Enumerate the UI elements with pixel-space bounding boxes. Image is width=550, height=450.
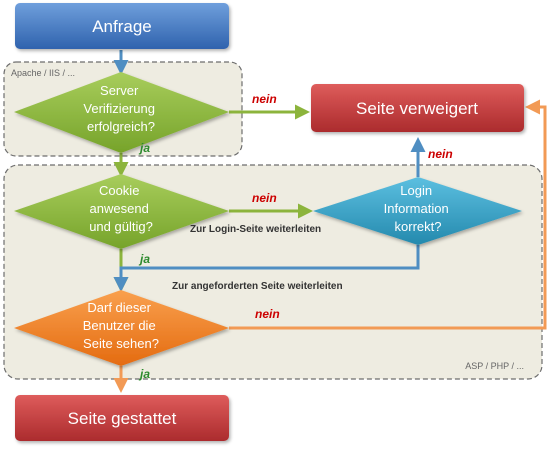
request-box xyxy=(15,3,229,49)
cookie-line-1: Cookie xyxy=(99,183,139,198)
arrow-permission-no xyxy=(229,99,547,330)
login-line-3: korrekt? xyxy=(395,219,442,234)
cookie-line-3: und gültig? xyxy=(89,219,153,234)
server-verify-line-1: Server xyxy=(100,83,139,98)
application-region-label: ASP / PHP / ... xyxy=(465,361,524,371)
permission-line-3: Seite sehen? xyxy=(83,336,159,351)
server-verify-label: Server Verifizierung erfolgreich? xyxy=(83,83,158,134)
login-diamond xyxy=(313,177,522,245)
login-line-1: Login xyxy=(400,183,432,198)
cookie-line-2: anwesend xyxy=(90,201,149,216)
server-verify-line-3: erfolgreich? xyxy=(87,119,155,134)
permission-line-2: Benutzer die xyxy=(83,318,156,333)
cookie-yes-label: ja xyxy=(138,252,150,266)
to-requested-label: Zur angeforderten Seite weiterleiten xyxy=(172,281,343,292)
permission-yes-label: ja xyxy=(138,367,150,381)
request-box-label: Anfrage xyxy=(92,17,152,36)
to-login-label: Zur Login-Seite weiterleiten xyxy=(190,224,321,235)
verify-yes-label: ja xyxy=(138,141,150,155)
arrow-login-correct xyxy=(113,245,420,292)
permission-diamond xyxy=(14,290,229,366)
page-denied-box-label: Seite verweigert xyxy=(356,99,478,118)
page-allowed-box xyxy=(15,395,229,441)
login-no-label: nein xyxy=(428,147,453,161)
login-line-2: Information xyxy=(384,201,449,216)
verify-no-label: nein xyxy=(252,92,277,106)
cookie-no-label: nein xyxy=(252,191,277,205)
cookie-label: Cookie anwesend und gültig? xyxy=(89,183,153,234)
page-denied-box xyxy=(311,84,524,132)
server-verify-line-2: Verifizierung xyxy=(83,101,155,116)
webserver-region-label: Apache / IIS / ... xyxy=(11,68,75,78)
permission-label: Darf dieser Benutzer die Seite sehen? xyxy=(83,300,160,351)
login-label: Login Information korrekt? xyxy=(384,183,453,234)
cookie-diamond xyxy=(14,174,229,249)
permission-no-label: nein xyxy=(255,307,280,321)
page-allowed-box-label: Seite gestattet xyxy=(68,409,177,428)
permission-line-1: Darf dieser xyxy=(87,300,151,315)
server-verify-diamond xyxy=(14,72,229,153)
